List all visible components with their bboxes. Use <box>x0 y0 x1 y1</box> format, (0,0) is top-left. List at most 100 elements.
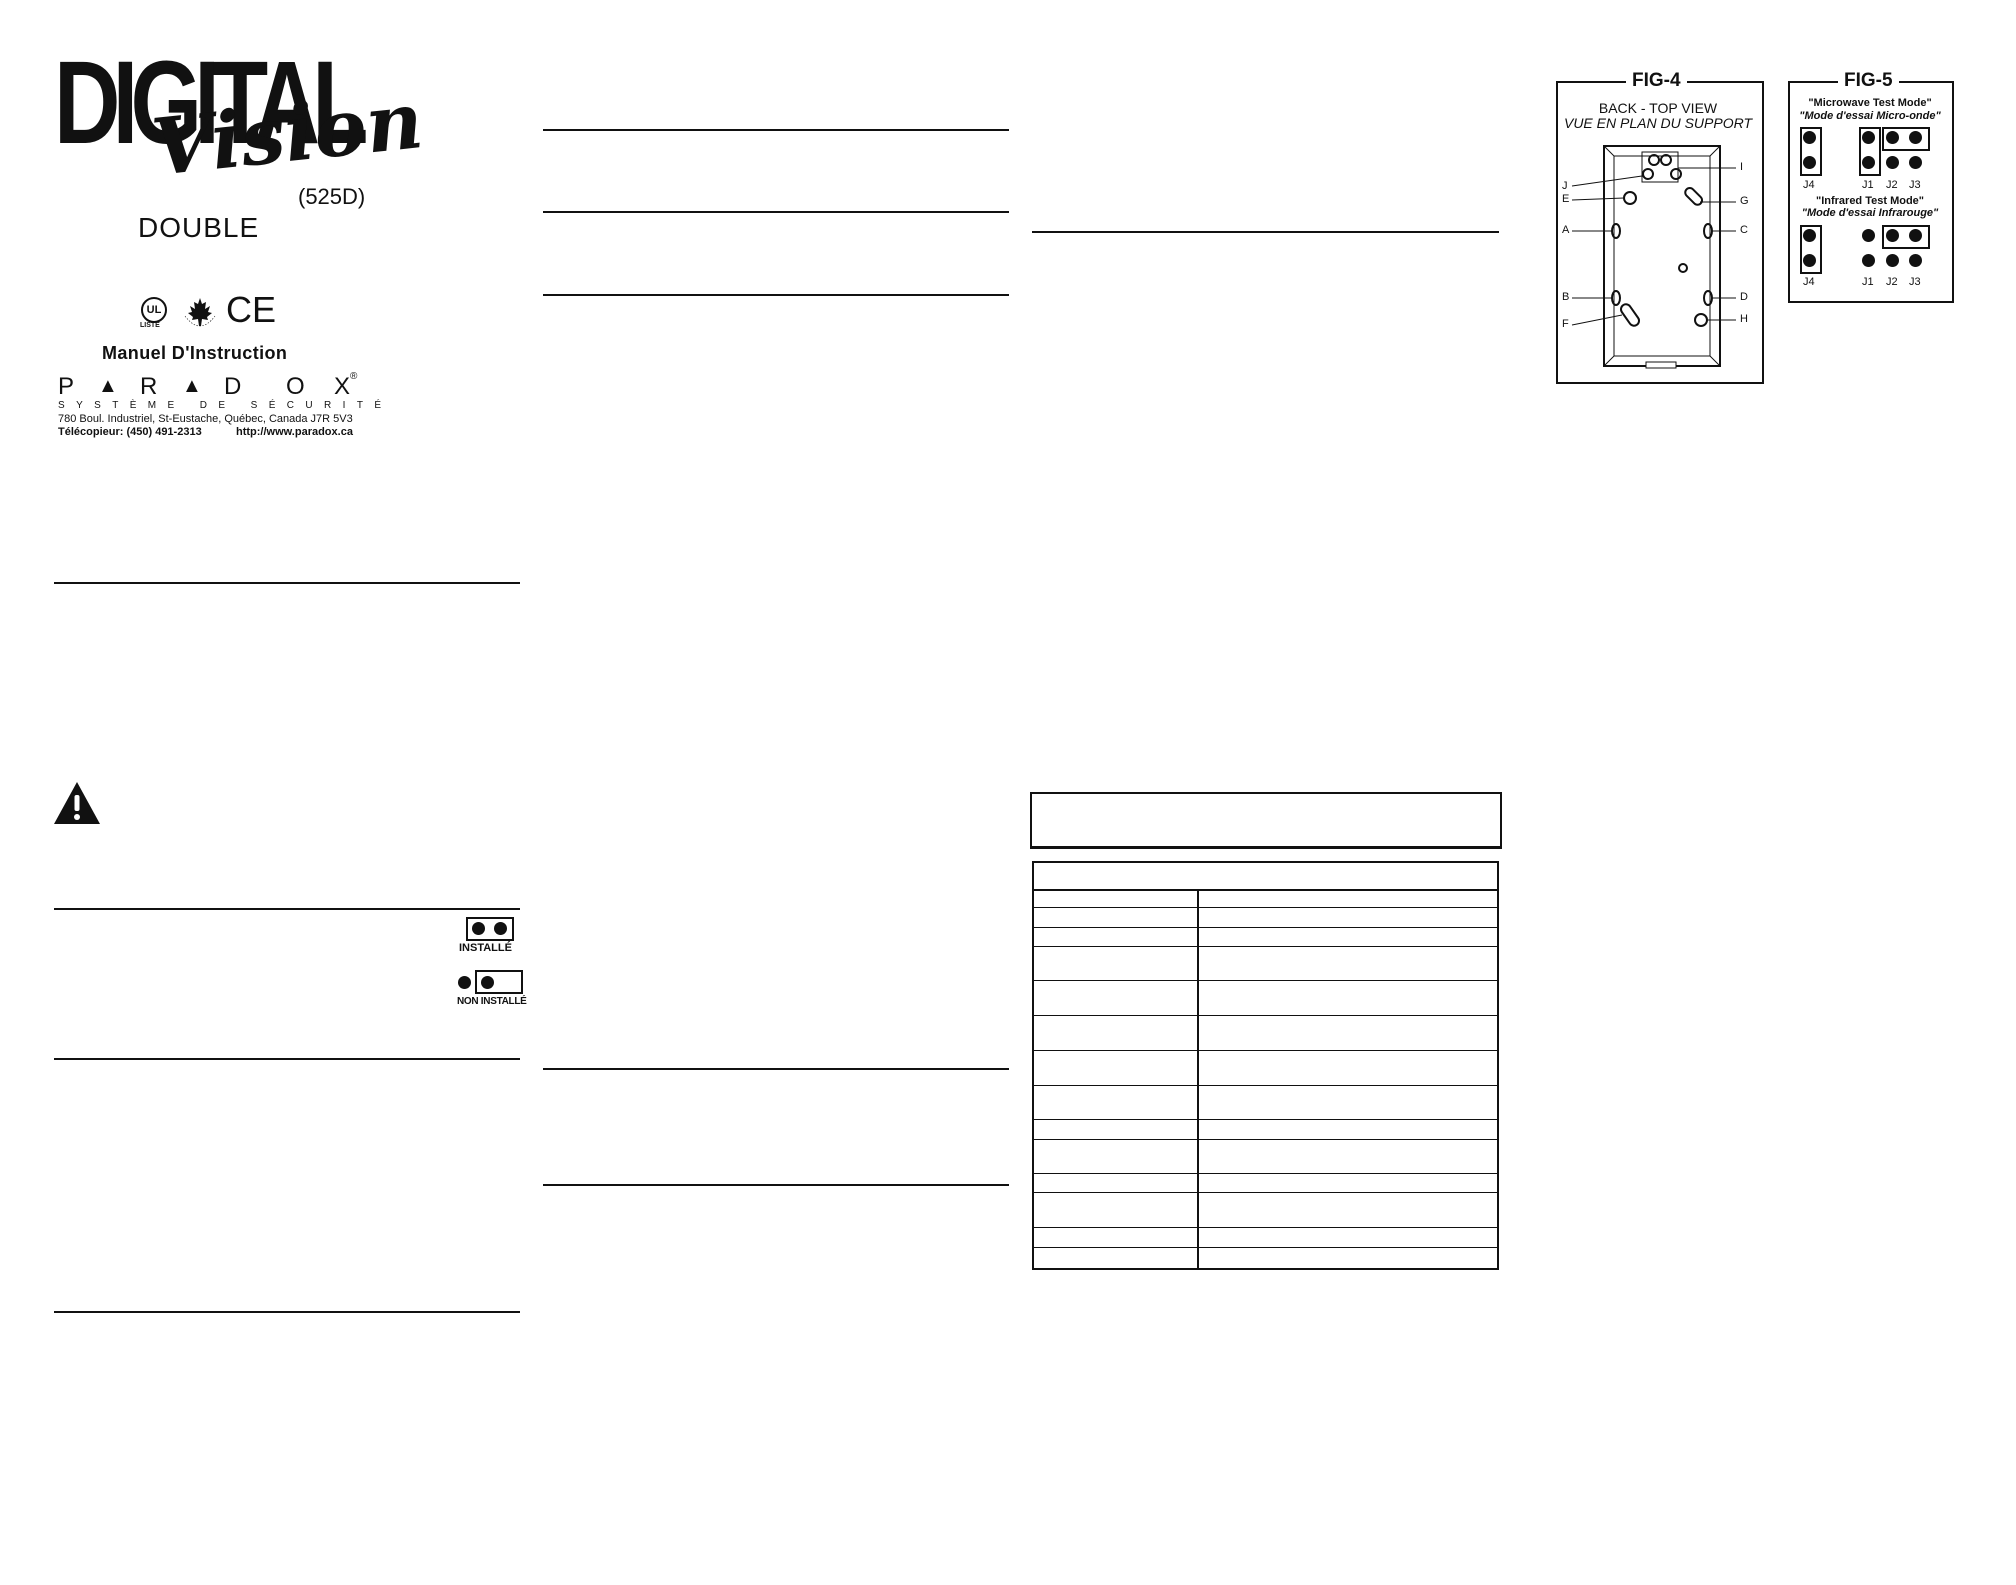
section-divider <box>1032 231 1499 233</box>
warning-triangle-icon <box>54 782 100 824</box>
section-divider <box>54 1058 520 1060</box>
table-row-divider <box>1032 1227 1499 1228</box>
section-divider <box>543 129 1009 131</box>
table-row-divider <box>1032 1050 1499 1051</box>
section-divider <box>54 1311 520 1313</box>
fig4-subtitle-en: BACK - TOP VIEW <box>1598 100 1718 116</box>
jumper-not-installed-diagram <box>475 970 523 994</box>
jumper-pin-icon <box>1886 254 1899 267</box>
fig5-label-j2: J2 <box>1886 276 1898 288</box>
jumper-pin-icon <box>1803 254 1816 267</box>
fig5-mode1-fr: "Mode d'essai Micro-onde" <box>1799 110 1941 122</box>
section-divider <box>543 211 1009 213</box>
fig5-title: FIG-5 <box>1838 71 1899 91</box>
jumper-pin-icon <box>1886 156 1899 169</box>
fig4-label-a: A <box>1562 224 1570 236</box>
section-divider <box>543 294 1009 296</box>
jumper-pin-icon <box>1909 156 1922 169</box>
table-row-divider <box>1032 946 1499 947</box>
jumper-pin-icon <box>1909 131 1922 144</box>
table-row-divider <box>1032 889 1499 891</box>
manual-title: Manuel D'Instruction <box>102 343 288 363</box>
table-row-divider <box>1032 1139 1499 1140</box>
registered-mark: ® <box>350 371 358 382</box>
model-number: (525D) <box>298 184 366 209</box>
table-row-divider <box>1032 1119 1499 1120</box>
section-divider <box>54 582 520 584</box>
fig4-bracket-diagram <box>1571 145 1736 369</box>
fig5-label-j1: J1 <box>1862 276 1874 288</box>
jumper-pin-icon <box>494 922 507 935</box>
jumper-pin-icon <box>1803 131 1816 144</box>
vision-logo-word: Vision <box>147 75 428 194</box>
fig4-label-e: E <box>1562 193 1570 205</box>
fig5-j4-jumper-box <box>1800 225 1822 274</box>
product-variant: DOUBLE <box>138 212 260 243</box>
jumper-pin-icon <box>1803 229 1816 242</box>
company-fax: Télécopieur: (450) 491-2313 <box>58 426 202 438</box>
table-row-divider <box>1032 1015 1499 1016</box>
jumper-not-installed-label: NON INSTALLÉ <box>457 996 527 1007</box>
jumper-pin-icon <box>1862 254 1875 267</box>
company-tagline: SYSTÈME DE SÉCURITÉ <box>58 400 393 411</box>
fig5-j2-j3-jumper-box <box>1882 127 1930 151</box>
paradox-triangle-icon: ▲ <box>98 375 118 397</box>
jumper-installed-label: INSTALLÉ <box>459 942 512 954</box>
paradox-letter: D <box>224 373 242 400</box>
specifications-table <box>1032 861 1499 1270</box>
fig4-label-c: C <box>1740 224 1748 236</box>
fig4-label-j: J <box>1562 180 1568 192</box>
digital-logo-word: DIGITAL <box>54 37 368 169</box>
paradox-letter: O <box>286 373 305 400</box>
company-website: http://www.paradox.ca <box>236 426 353 438</box>
jumper-pin-icon <box>1862 229 1875 242</box>
ul-listed-label: LISTÉ <box>140 322 160 329</box>
jumper-installed-diagram <box>466 917 514 941</box>
fig4-title: FIG-4 <box>1626 71 1687 91</box>
fig4-label-f: F <box>1562 318 1569 330</box>
jumper-pin-icon <box>1886 229 1899 242</box>
paradox-letter: P <box>58 373 75 400</box>
fig4-label-b: B <box>1562 291 1570 303</box>
fig5-mode2-fr: "Mode d'essai Infrarouge" <box>1801 207 1939 219</box>
jumper-pin-icon <box>1909 229 1922 242</box>
fig5-label-j2: J2 <box>1886 179 1898 191</box>
jumper-pin-icon <box>1862 156 1875 169</box>
jumper-pin-icon <box>1909 254 1922 267</box>
fig5-mode1-en: "Microwave Test Mode" <box>1808 97 1932 109</box>
company-address: 780 Boul. Industriel, St-Eustache, Québe… <box>58 413 353 425</box>
table-column-divider <box>1197 890 1199 1270</box>
ul-listed-icon: UL <box>141 297 167 323</box>
jumper-pin-icon <box>458 976 471 989</box>
paradox-triangle-icon: ▲ <box>182 375 202 397</box>
table-row-divider <box>1032 1192 1499 1193</box>
fig4-label-h: H <box>1740 313 1748 325</box>
jumper-pin-icon <box>1803 156 1816 169</box>
notice-box <box>1030 792 1502 849</box>
fig4-label-g: G <box>1740 195 1749 207</box>
fig5-mode2-en: "Infrared Test Mode" <box>1815 195 1925 207</box>
fig5-label-j3: J3 <box>1909 179 1921 191</box>
jumper-pin-icon <box>481 976 494 989</box>
fig4-label-d: D <box>1740 291 1748 303</box>
fig5-j4-jumper-box <box>1800 127 1822 176</box>
section-divider <box>54 908 520 910</box>
jumper-pin-icon <box>1886 131 1899 144</box>
jumper-pin-icon <box>1862 131 1875 144</box>
table-row-divider <box>1032 1085 1499 1086</box>
fig4-subtitle-fr: VUE EN PLAN DU SUPPORT <box>1563 115 1752 131</box>
ce-mark-icon: CE <box>226 289 277 330</box>
section-divider <box>543 1184 1009 1186</box>
fig5-label-j4: J4 <box>1803 276 1815 288</box>
fig4-label-i: I <box>1740 161 1744 173</box>
fig5-label-j4: J4 <box>1803 179 1815 191</box>
paradox-letter: R <box>140 373 158 400</box>
fig5-j1-jumper-box <box>1859 127 1881 176</box>
jumper-pin-icon <box>472 922 485 935</box>
section-divider <box>543 1068 1009 1070</box>
canada-maple-leaf-icon <box>184 298 216 327</box>
table-row-divider <box>1032 1247 1499 1248</box>
paradox-letter: X <box>334 373 351 400</box>
table-row-divider <box>1032 980 1499 981</box>
table-row-divider <box>1032 907 1499 908</box>
